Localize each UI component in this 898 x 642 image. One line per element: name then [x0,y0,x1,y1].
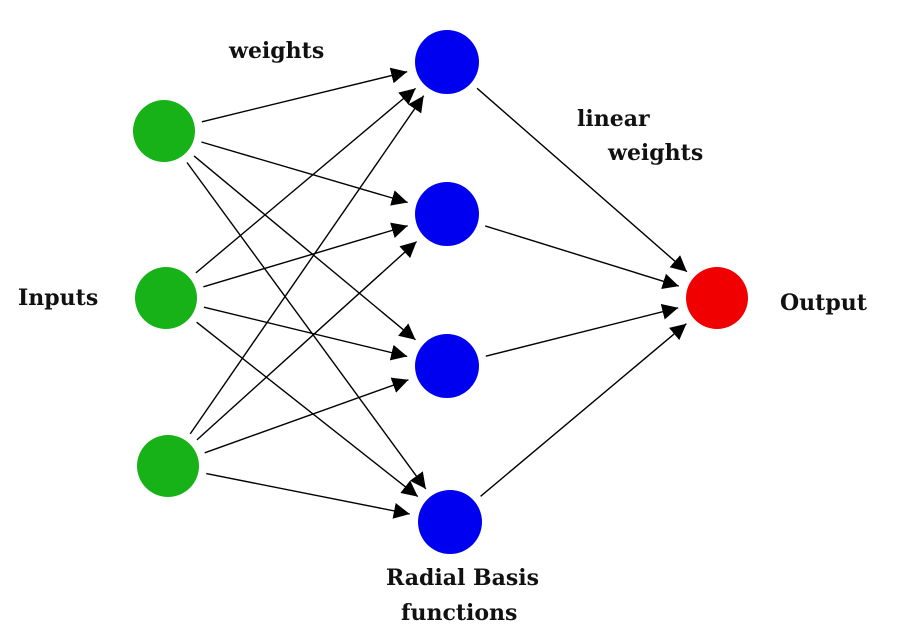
input-node [133,100,195,162]
input-node [137,435,199,497]
weight-arrow [189,95,425,435]
weight-arrow [203,222,408,288]
rbf-label-line1: Radial Basis [386,565,539,591]
linear-weights-label-line1: linear [577,106,650,132]
linear-weight-arrow [484,225,680,289]
weight-arrow [206,472,410,519]
weight-arrow [196,240,418,441]
weight-arrow [203,306,408,361]
labels: weights linear weights Inputs Output Rad… [18,38,868,626]
weight-arrow [204,377,409,454]
weight-arrow [201,141,408,206]
rbf-label-line2: functions [401,600,517,626]
weight-arrow [186,162,427,490]
inputs-label: Inputs [18,285,98,311]
output-node [686,267,748,329]
rbf-node [418,490,482,554]
linear-weight-arrow [480,323,687,497]
weight-arrow [201,67,408,123]
output-label: Output [780,290,868,316]
connections [186,67,688,519]
linear-weight-arrow [476,87,688,273]
linear-weight-arrow [485,303,679,357]
weights-label: weights [228,38,324,64]
rbf-node [415,334,479,398]
nodes [133,30,748,554]
weight-arrow [193,155,416,341]
rbf-node [415,182,479,246]
input-node [135,267,197,329]
weight-arrow [196,321,419,498]
weight-arrow [195,87,417,274]
linear-weights-label-line2: weights [607,140,703,166]
rbf-node [415,30,479,94]
